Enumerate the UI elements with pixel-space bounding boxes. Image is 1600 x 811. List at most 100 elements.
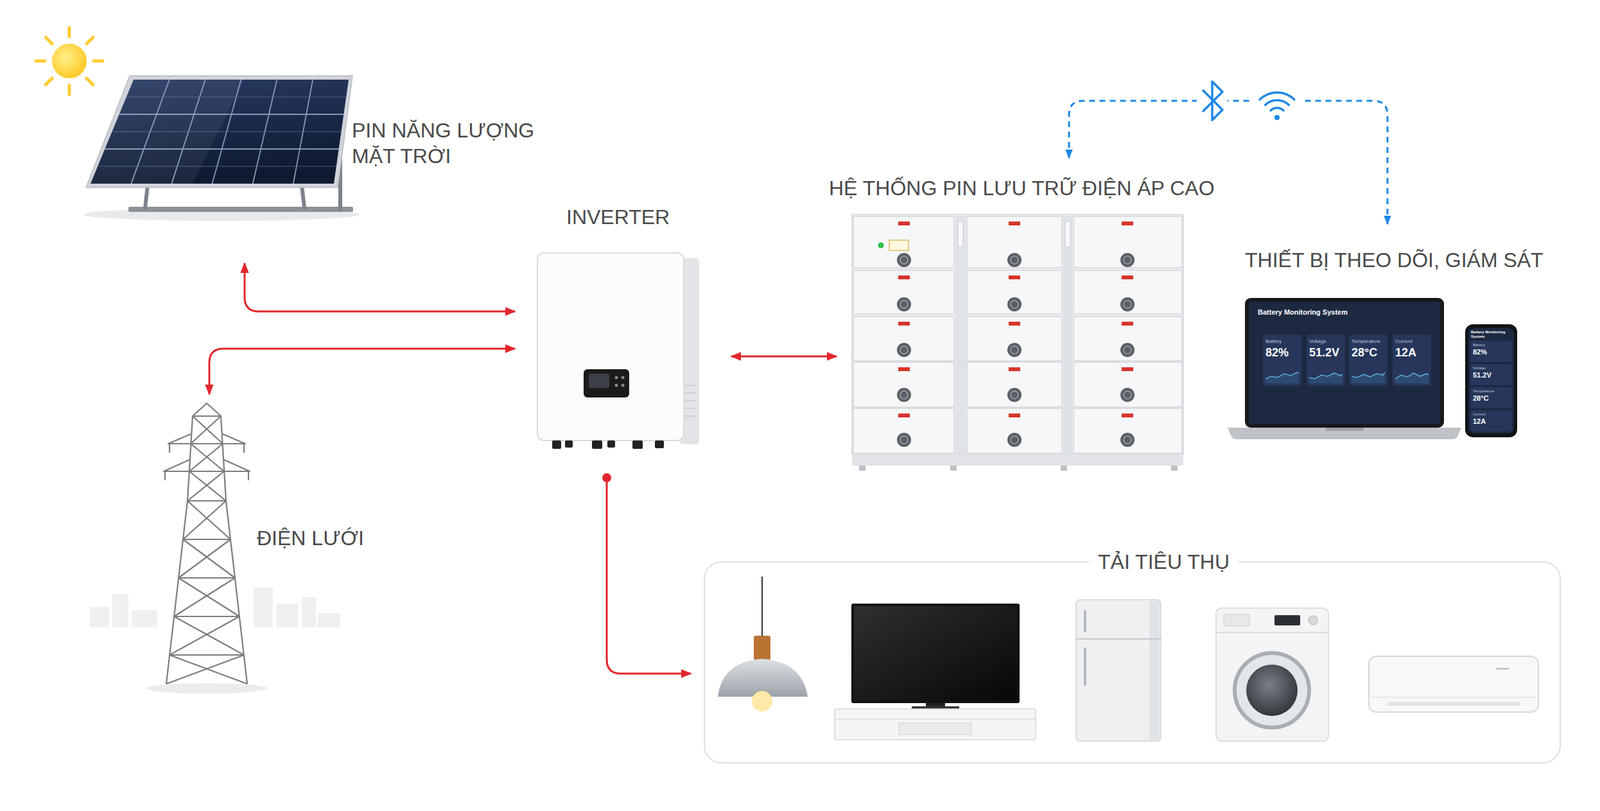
battery-cabinet-illustration-g-circle xyxy=(1120,297,1135,312)
battery-cabinet-illustration-g-circle xyxy=(900,346,908,354)
battery-cabinet-illustration-g-rect xyxy=(898,221,910,226)
air-conditioner-illustration-rect xyxy=(1386,701,1521,706)
laptop-illustration-g-polygon xyxy=(1309,373,1343,384)
sun-icon-circle xyxy=(52,43,87,79)
laptop-illustration-g-rect xyxy=(1348,334,1388,386)
lamp-illustration xyxy=(717,576,808,712)
washer-illustration-circle xyxy=(1234,652,1310,728)
wireless-icons-g-path xyxy=(1265,100,1290,106)
battery-cabinet-illustration-g-rect xyxy=(859,465,866,471)
battery-cabinet-illustration-g-circle xyxy=(1010,391,1019,399)
laptop-illustration-rect xyxy=(1248,301,1441,424)
battery-cabinet-illustration-g-rect xyxy=(898,367,910,372)
phone-illustration-g-rect xyxy=(1470,364,1513,386)
battery-cabinet-illustration-g-circle xyxy=(896,297,912,312)
battery-cabinet-illustration-g-rect xyxy=(1073,270,1183,314)
battery-cabinet-illustration-rect xyxy=(1065,221,1071,248)
battery-cabinet-illustration-rect xyxy=(889,240,909,251)
sun-icon-g-line xyxy=(93,59,103,63)
battery-cabinet-illustration-g-rect xyxy=(966,362,1062,408)
battery-cabinet-illustration-g-circle xyxy=(900,256,908,264)
inverter-illustration-circle xyxy=(615,383,619,388)
sun-icon-g-line xyxy=(86,78,94,85)
battery-cabinet-illustration-g-circle xyxy=(1123,435,1132,444)
battery-cabinet-illustration-g xyxy=(859,465,1178,471)
battery-cabinet-illustration-g-rect xyxy=(966,270,1062,314)
battery-cabinet-illustration-g-circle xyxy=(1123,300,1132,309)
node-label: HỆ THỐNG PIN LƯU TRỮ ĐIỆN ÁP CAO xyxy=(828,175,1215,201)
battery-cabinet-illustration-g-rect xyxy=(966,216,1062,268)
battery-cabinet-illustration-g-rect xyxy=(950,465,957,471)
battery-cabinet-illustration-g-circle xyxy=(900,300,908,309)
inverter-illustration xyxy=(537,252,700,449)
inverter-illustration-g-rect xyxy=(607,440,616,448)
inverter-illustration-g-rect xyxy=(552,440,562,449)
laptop-illustration-rect xyxy=(1325,427,1364,431)
battery-cabinet-illustration-g-rect xyxy=(898,413,910,418)
inverter-illustration-circle xyxy=(621,383,625,388)
phone-illustration xyxy=(1465,324,1518,438)
battery-cabinet-illustration-g-rect xyxy=(1060,465,1068,471)
battery-cabinet-illustration-g-rect xyxy=(853,362,955,408)
battery-cabinet-illustration-g-circle xyxy=(1010,346,1019,354)
metric-value: 28°C xyxy=(1472,394,1489,403)
metric-value: 51.2V xyxy=(1309,346,1340,360)
lamp-illustration-circle xyxy=(751,690,773,712)
battery-cabinet-illustration-g-rect xyxy=(1073,316,1183,361)
inverter-illustration-g-rect xyxy=(632,440,643,449)
battery-cabinet-illustration-g-circle xyxy=(1123,256,1132,264)
sun-icon-g-line xyxy=(68,27,72,37)
washer-illustration-line xyxy=(1216,631,1329,634)
laptop-illustration-g-polygon xyxy=(1351,372,1385,384)
inverter-illustration-g-line xyxy=(684,384,697,386)
battery-cabinet-illustration-g-circle xyxy=(1007,252,1022,268)
wireless-icons-g xyxy=(1259,92,1295,111)
metric-name: Current xyxy=(1395,338,1413,345)
battery-cabinet-illustration-g-circle xyxy=(900,391,908,399)
battery-cabinet-illustration-rect xyxy=(852,453,1184,466)
power-flow-arrow xyxy=(209,348,515,395)
inverter-illustration-g-line xyxy=(684,415,697,417)
lamp-illustration-line xyxy=(761,576,763,637)
screen-title: Battery Monitoring System xyxy=(1257,308,1348,317)
sun-icon-g-line xyxy=(86,37,94,44)
metric-name: Temperature xyxy=(1472,389,1495,394)
solar-panel-illustration-polygon xyxy=(90,79,349,184)
inverter-unit: INVERTER xyxy=(537,204,700,449)
power-tower-illustration-g-rect xyxy=(317,613,341,628)
inverter-illustration-g-line xyxy=(684,400,697,402)
battery-cabinet-illustration xyxy=(852,214,1184,471)
lamp-illustration-rect xyxy=(753,635,771,661)
fridge-illustration-rect xyxy=(1076,599,1161,741)
tv-illustration-rect xyxy=(898,722,972,735)
power-tower-illustration-ellipse xyxy=(145,683,268,694)
solar-panel-illustration-polygon xyxy=(90,79,244,184)
battery-cabinet-illustration-g-rect xyxy=(853,270,955,314)
metric-name: Temperature xyxy=(1351,338,1381,345)
battery-cabinet-illustration-g-rect xyxy=(898,275,910,280)
sun-icon-g xyxy=(35,27,103,95)
sun-icon-g-line xyxy=(35,59,45,63)
laptop-illustration-g-polygon xyxy=(1265,372,1299,384)
battery-cabinet-illustration-rect xyxy=(1063,215,1073,454)
node-label: INVERTER xyxy=(566,204,670,230)
washer-illustration-rect xyxy=(1223,614,1250,627)
battery-cabinet-illustration-g-circle xyxy=(896,252,912,268)
inverter-illustration-g-line xyxy=(684,392,697,394)
power-grid: ĐIỆN LƯỚI xyxy=(154,398,373,697)
solar-panel-illustration xyxy=(83,75,360,221)
node-label: THIẾT BỊ THEO DÕI, GIÁM SÁT xyxy=(1244,247,1544,273)
metric-value: 12A xyxy=(1472,417,1486,426)
power-tower-illustration-g xyxy=(89,587,341,628)
laptop-illustration-g-polyline xyxy=(1309,373,1343,379)
battery-cabinet-illustration-g-rect xyxy=(1073,408,1183,454)
phone-illustration-rect xyxy=(1465,324,1518,438)
battery-cabinet-illustration-rect xyxy=(852,214,1184,454)
inverter-illustration-g-line xyxy=(684,407,697,409)
solar-panel-unit: PIN NĂNG LƯỢNG MẶT TRỜI xyxy=(64,22,572,257)
power-flow-arrow xyxy=(606,477,691,674)
power-flow-arrow xyxy=(731,355,837,358)
battery-cabinet-illustration-g xyxy=(896,252,1135,447)
